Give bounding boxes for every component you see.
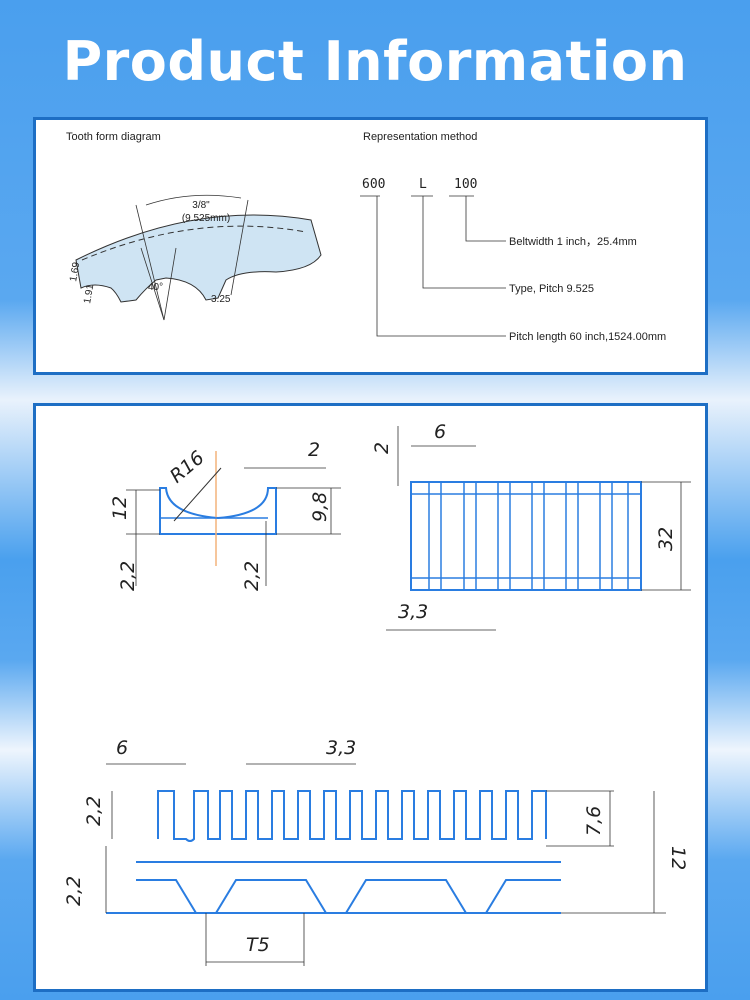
dim-3-3-top-view: 3,3	[398, 601, 428, 623]
belt-tooth-profile	[75, 214, 322, 303]
pulley-section: R16 2 12 9,8 2,2 2,2	[109, 439, 341, 591]
belt-top-view: 6 2 32 3,3	[371, 421, 691, 631]
dim-7-6: 7,6	[583, 806, 605, 836]
code-100: 100	[454, 177, 477, 192]
pitch-t5: T5	[246, 934, 270, 956]
tooth-form-panel: Tooth form diagram Representation method…	[33, 117, 708, 375]
pitch-mm-label: (9.525mm)	[182, 213, 230, 224]
dim-2-2-right: 2,2	[241, 561, 263, 591]
dim-9-8: 9,8	[309, 492, 331, 522]
pitch-length-label: Pitch length 60 inch,1524.00mm	[509, 331, 666, 343]
dim-2-2-upper: 2,2	[83, 796, 105, 826]
dim-2-top: 2	[308, 439, 320, 461]
dim-6-top-view: 6	[434, 421, 446, 443]
angle-label: 40°	[148, 282, 163, 293]
radius-r16: R16	[166, 447, 209, 488]
dimension-drawings: R16 2 12 9,8 2,2 2,2	[63, 421, 691, 966]
representation-caption: Representation method	[363, 131, 478, 143]
code-l: L	[419, 177, 427, 192]
dim-6-profile: 6	[116, 737, 128, 759]
type-label: Type, Pitch 9.525	[509, 283, 594, 295]
tooth-form-diagram: 3/8" (9.525mm) 1.69 1.91 40° 3.25 600 L …	[68, 177, 666, 343]
dim-3-25: 3.25	[211, 294, 231, 305]
page-title: Product Information	[62, 30, 688, 93]
dim-1-69: 1.69	[68, 261, 82, 283]
dim-12-left: 12	[109, 496, 131, 520]
dim-3-3-profile: 3,3	[326, 737, 356, 759]
dim-2-2-lower: 2,2	[63, 876, 85, 906]
dim-1-91: 1.91	[82, 283, 96, 305]
tooth-form-caption: Tooth form diagram	[66, 131, 161, 143]
beltwidth-label: Beltwidth 1 inch，25.4mm	[509, 236, 637, 248]
dim-2-top-view: 2	[371, 442, 393, 454]
dim-32: 32	[655, 527, 677, 551]
belt-profile: 6 3,3 2,2 2,2 7,6 12 T5	[63, 737, 689, 966]
pitch-label: 3/8"	[192, 200, 210, 211]
dimensions-panel: R16 2 12 9,8 2,2 2,2	[33, 403, 708, 992]
dim-12-profile: 12	[667, 846, 689, 870]
dim-2-2-left: 2,2	[117, 561, 139, 591]
code-600: 600	[362, 177, 385, 192]
